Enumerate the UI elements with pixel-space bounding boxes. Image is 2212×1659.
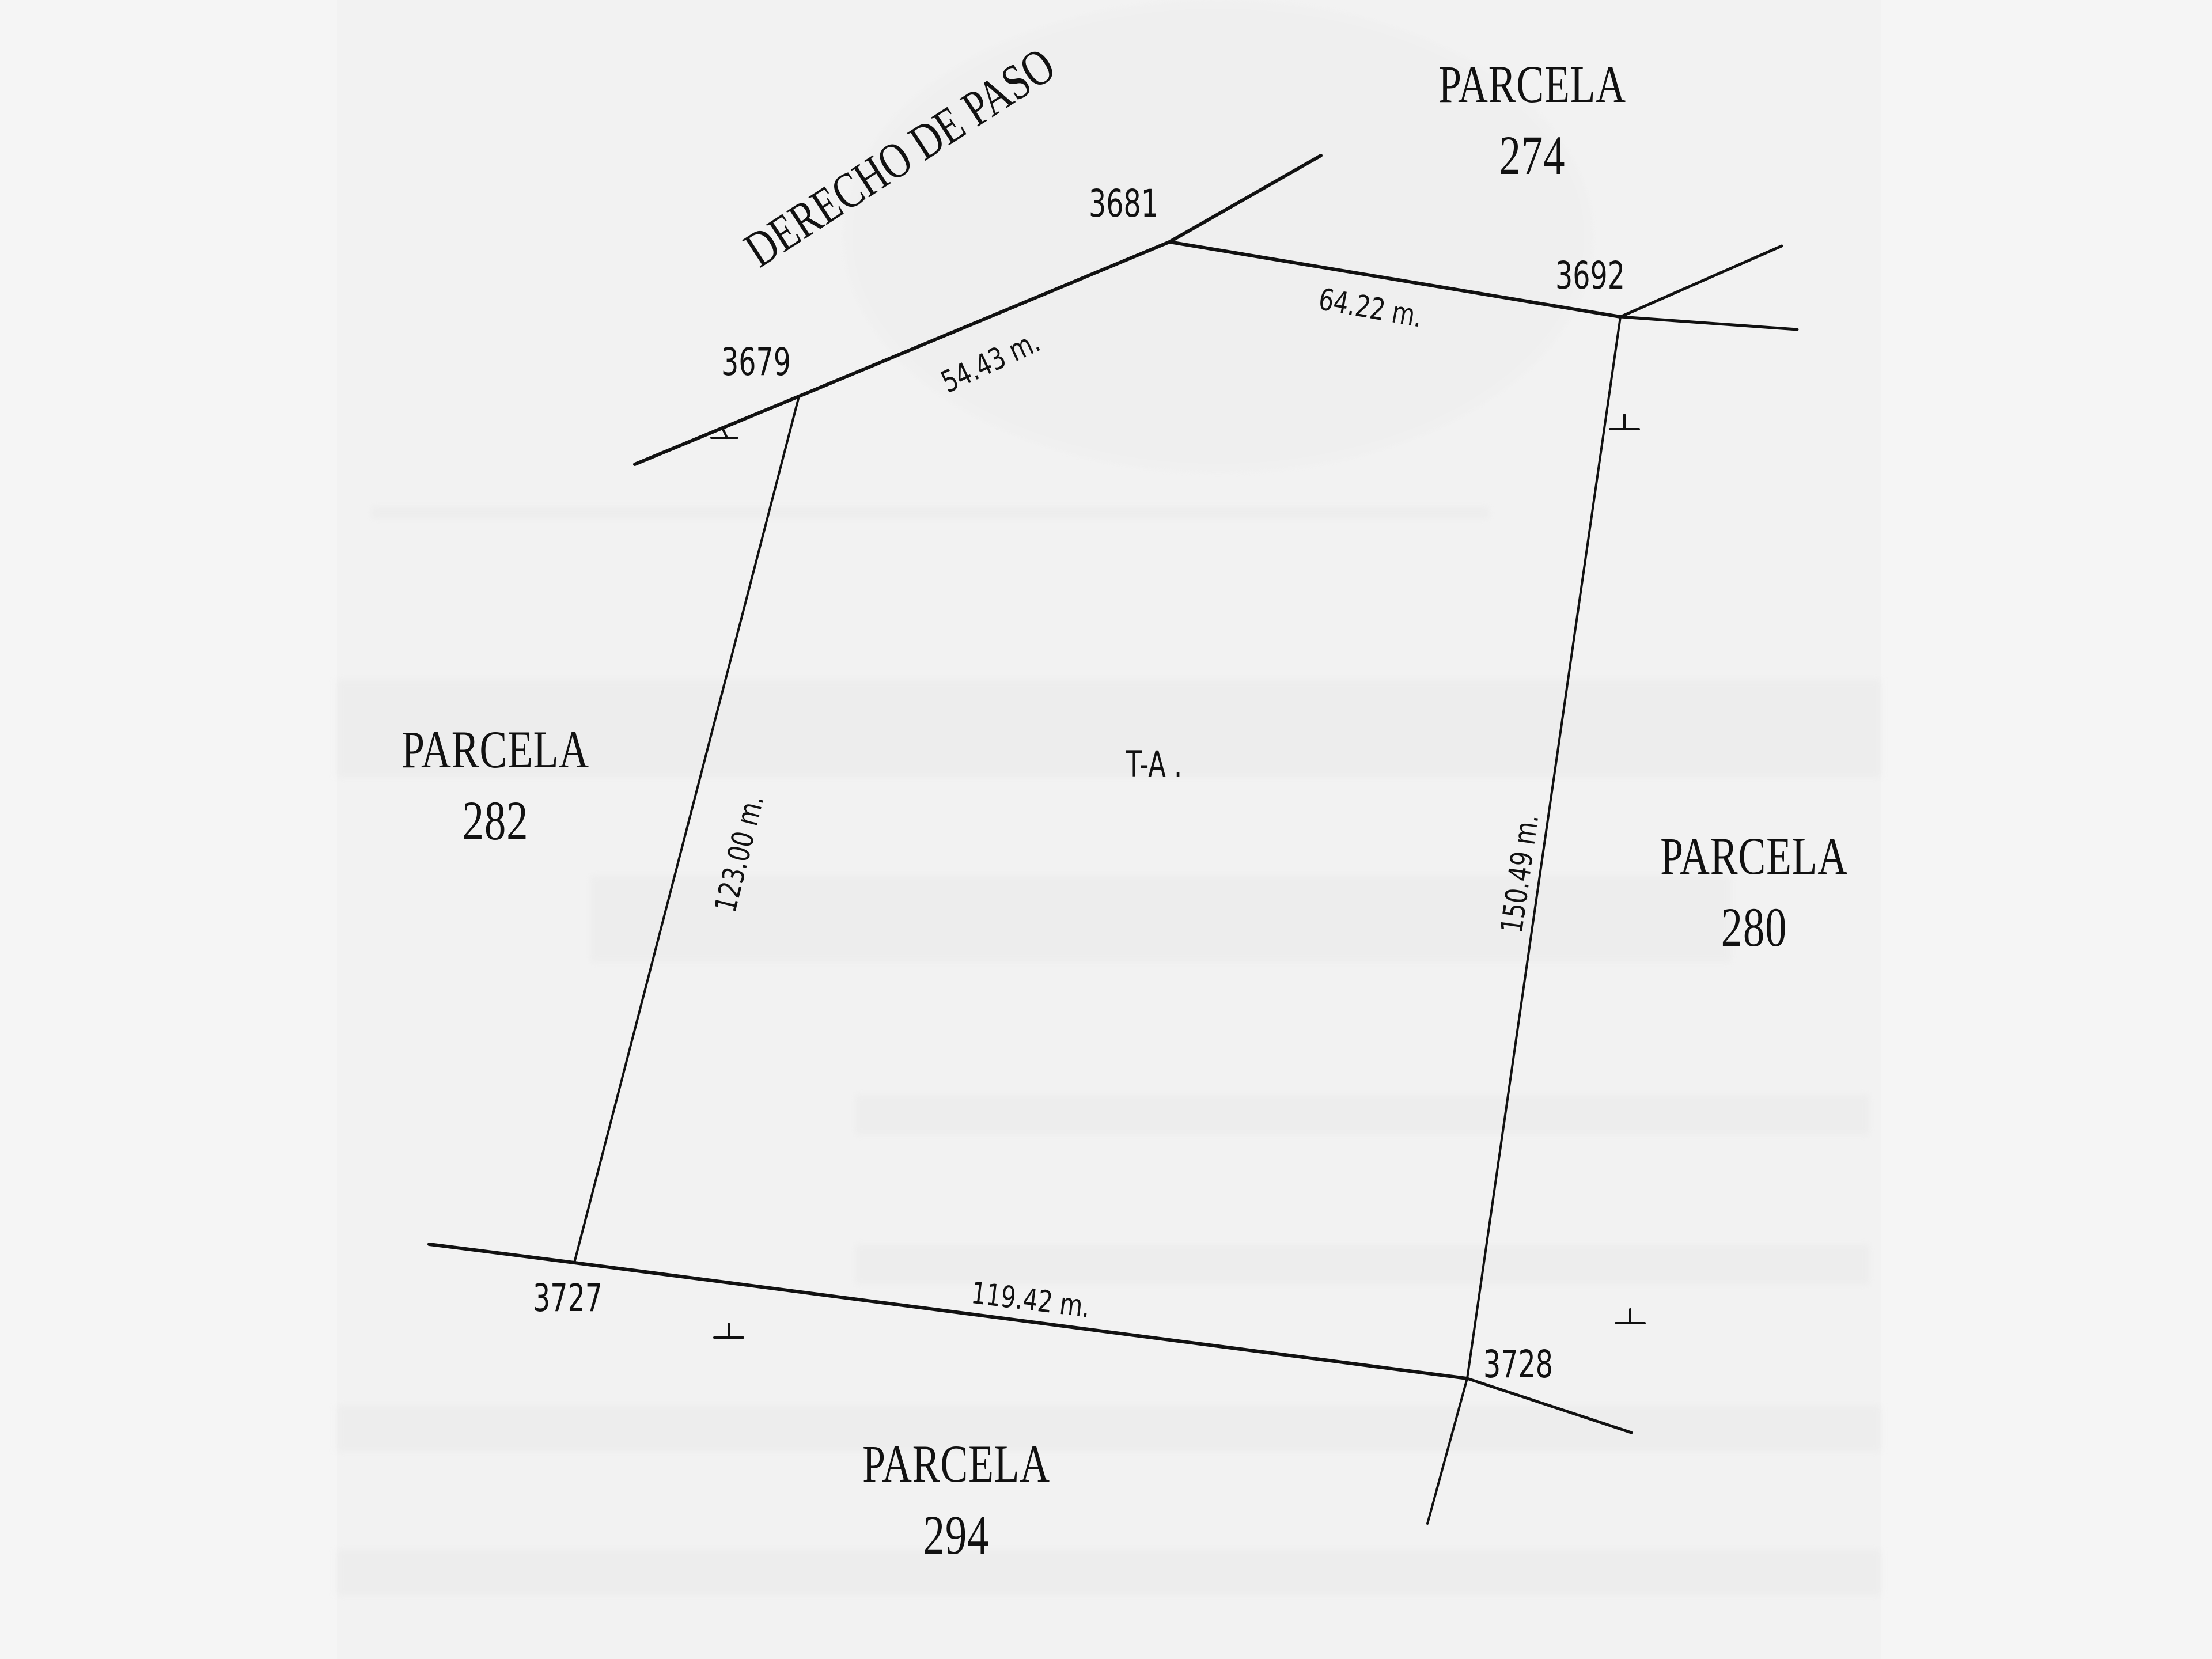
- point-label-3692: 3692: [1555, 253, 1625, 298]
- boundary-3679-3727: [573, 395, 800, 1264]
- bleed-through-line: [372, 507, 1489, 518]
- scanned-page: [337, 0, 1881, 1659]
- parcel-title: PARCELA: [402, 720, 589, 779]
- boundary-3681-3692: [1168, 240, 1622, 319]
- parcel-title: PARCELA: [1438, 55, 1626, 113]
- point-label-3728: 3728: [1483, 1342, 1553, 1387]
- parcel-label-294: PARCELA 294: [853, 1437, 1060, 1563]
- boundary-3692-3728: [1466, 316, 1622, 1380]
- parcel-label-280: PARCELA 280: [1651, 830, 1858, 955]
- boundary-3727-3728: [573, 1261, 1469, 1380]
- parcel-title: PARCELA: [862, 1434, 1050, 1493]
- lot-label: T-A .: [1126, 743, 1183, 785]
- parcel-number: 294: [923, 1504, 990, 1566]
- parcel-number: 274: [1499, 124, 1566, 186]
- ray-3728-s: [1426, 1377, 1468, 1525]
- road-line: [633, 154, 1323, 466]
- parcel-number: 280: [1721, 896, 1787, 958]
- parcel-number: 282: [462, 790, 529, 851]
- bleed-through-seal: [844, 0, 1593, 472]
- point-label-3681: 3681: [1089, 181, 1158, 226]
- parcel-label-282: PARCELA 282: [392, 723, 599, 849]
- point-label-3679: 3679: [721, 340, 791, 384]
- point-label-3727: 3727: [533, 1276, 603, 1320]
- bleed-through-line: [337, 1550, 1881, 1596]
- ray-3727-w: [427, 1243, 576, 1264]
- ray-3728-se: [1465, 1377, 1633, 1434]
- parcel-title: PARCELA: [1660, 827, 1848, 885]
- bleed-through-line: [855, 1244, 1869, 1285]
- tick-mark-icon: [710, 414, 1646, 1339]
- ray-3692-e: [1619, 315, 1799, 331]
- parcel-label-274: PARCELA 274: [1429, 58, 1636, 183]
- bleed-through-line: [590, 876, 1731, 962]
- bleed-through-line: [855, 1094, 1869, 1135]
- bleed-through-line: [337, 680, 1881, 778]
- ray-3692-ne: [1619, 244, 1783, 319]
